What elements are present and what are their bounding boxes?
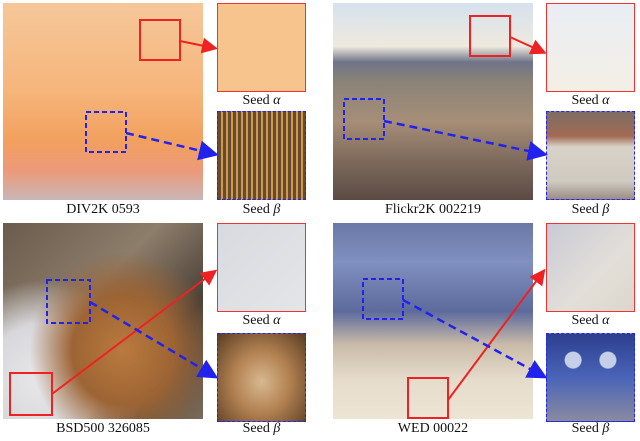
crop-seed-alpha-flickr2k <box>546 3 635 92</box>
caption-wed: WED 00022 <box>397 421 469 436</box>
label-seed-alpha: Seed α <box>571 93 610 108</box>
crop-seed-beta-flickr2k <box>546 111 635 200</box>
caption-flickr2k: Flickr2K 002219 <box>384 202 482 217</box>
caption-bsd500: BSD500 326085 <box>56 421 150 436</box>
image-flickr2k-002219 <box>333 3 533 200</box>
crop-seed-alpha-div2k <box>217 3 306 92</box>
crop-seed-beta-div2k <box>217 111 306 200</box>
crop-seed-beta-bsd500 <box>217 333 306 422</box>
label-seed-alpha: Seed α <box>242 313 281 328</box>
label-seed-alpha: Seed α <box>242 93 281 108</box>
image-wed-00022 <box>333 223 533 419</box>
crop-seed-alpha-wed <box>546 223 635 312</box>
label-seed-beta: Seed β <box>242 421 281 436</box>
label-seed-alpha: Seed α <box>571 313 610 328</box>
label-seed-beta: Seed β <box>242 202 281 217</box>
crop-seed-beta-wed <box>546 333 635 422</box>
label-seed-beta: Seed β <box>571 202 610 217</box>
image-div2k-0593 <box>3 3 203 200</box>
image-bsd500-326085 <box>3 223 203 419</box>
caption-div2k: DIV2K 0593 <box>66 202 140 217</box>
crop-seed-alpha-bsd500 <box>217 223 306 312</box>
label-seed-beta: Seed β <box>571 421 610 436</box>
